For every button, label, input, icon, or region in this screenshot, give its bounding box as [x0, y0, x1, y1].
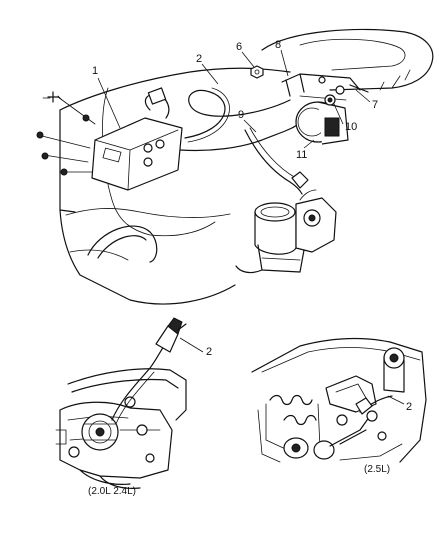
- air-cleaner-housing: [261, 28, 434, 91]
- vacuum-hose: [179, 121, 301, 152]
- lr-link-arm: [329, 415, 371, 447]
- vacuum-connector: [147, 87, 167, 105]
- bracket-loop: [87, 225, 158, 263]
- lr-bracket: [325, 375, 377, 413]
- callout-6: 6: [236, 41, 242, 53]
- lr-bracket-inner: [335, 383, 367, 399]
- cable-clip: [291, 171, 309, 189]
- callout-1: 1: [92, 65, 98, 77]
- engine-body-lower: [65, 208, 231, 261]
- speed-control-cable-inner: [187, 87, 230, 143]
- cable-to-throttle: [244, 129, 303, 195]
- lr-drum-2: [313, 440, 335, 460]
- ll-cable-connector: [155, 317, 187, 353]
- speed-control-module: [91, 117, 183, 191]
- servo-canister: [295, 101, 349, 145]
- grommet-10: [324, 94, 336, 106]
- ll-bolt-3: [68, 446, 80, 458]
- module-bolts: [36, 91, 96, 176]
- caption-right: (2.5L): [364, 464, 390, 475]
- lr-post: [383, 347, 405, 393]
- ll-cable-2: [115, 371, 155, 425]
- speed-control-cable: [184, 89, 291, 139]
- lr-housing: [257, 409, 403, 463]
- lr-engine-outline: [251, 337, 427, 463]
- throttle-body-top: [235, 189, 337, 274]
- lr-drum-1-hub: [291, 443, 301, 453]
- top-assembly: [36, 28, 434, 305]
- lower-right-assembly: [251, 337, 427, 463]
- callout-8: 8: [275, 39, 281, 51]
- callout-7: 7: [372, 99, 378, 111]
- callout-9: 9: [238, 109, 244, 121]
- ll-left-fitting: [55, 429, 67, 445]
- callout-2-right: 2: [406, 401, 412, 413]
- ll-bolt-2: [136, 424, 148, 436]
- lr-bolt-3: [377, 431, 387, 441]
- ll-lower-hose: [79, 469, 141, 489]
- air-cleaner-edge: [379, 69, 411, 91]
- lr-cable-end: [355, 397, 373, 415]
- edge-marks: [42, 95, 63, 101]
- lower-left-assembly: [55, 317, 187, 489]
- caption-left: (2.0L 2.4L): [88, 486, 136, 497]
- callouts-top: 1 2 6 8 7 9 10 11: [92, 39, 378, 161]
- callout-10: 10: [345, 121, 357, 133]
- ll-bracket: [67, 368, 187, 421]
- lr-springs: [265, 394, 321, 453]
- ll-housing: [59, 401, 173, 479]
- servo-bracket: [281, 73, 369, 101]
- engine-body-contour: [102, 87, 216, 237]
- ll-cable: [111, 345, 165, 421]
- callout-2-left: 2: [206, 346, 212, 358]
- lr-bolt-1: [336, 414, 348, 426]
- callout-11: 11: [296, 149, 307, 161]
- ll-throttle-drum: [81, 413, 119, 451]
- engine-body-outline: [59, 67, 291, 305]
- lr-bolt-2: [366, 410, 378, 422]
- ll-bolt-4: [145, 453, 155, 463]
- air-cleaner-inner: [299, 38, 406, 71]
- cable-to-throttle-2: [249, 127, 297, 179]
- nut-6: [250, 65, 264, 79]
- callout-2-top: 2: [196, 53, 202, 65]
